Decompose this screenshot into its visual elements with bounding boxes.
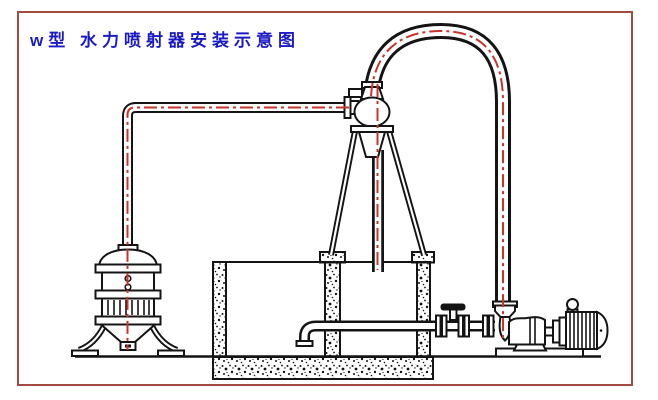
pump-discharge-arch-pipe — [363, 22, 511, 306]
concrete-water-tank — [212, 251, 435, 380]
drawing-border — [17, 11, 633, 386]
tank-right-wall — [416, 261, 431, 358]
unit-cage-bars — [107, 300, 150, 315]
valve-handle — [440, 303, 466, 311]
electric-motor — [558, 298, 609, 351]
tank-left-wall — [212, 261, 227, 358]
diagram-title: w型 水力喷射器安装示意图 — [30, 31, 300, 50]
motor-eyebolt — [566, 298, 579, 311]
centerline-left-circuit — [126, 106, 349, 350]
centerline-arch — [370, 29, 504, 338]
tank-bottom-slab — [212, 356, 434, 380]
pump-pedestal — [512, 343, 548, 352]
gate-valve — [440, 303, 466, 321]
unit-foot-right — [157, 349, 185, 357]
unit-foot-left — [71, 349, 99, 357]
pipe-flanges — [435, 314, 495, 338]
red-centerlines — [126, 29, 504, 350]
inlet-top-tab — [348, 88, 363, 98]
pump-casing — [508, 316, 546, 346]
motor-fins — [569, 312, 595, 349]
tank-suction-pipe-with-elbow — [295, 320, 495, 347]
ejector-body — [353, 96, 391, 128]
unit-leg-right — [149, 324, 179, 353]
centrifugal-pump — [492, 300, 584, 358]
elbow-mouth-lip — [295, 340, 314, 347]
tank-middle-wall — [324, 261, 341, 358]
vacuum-pipe-left-circuit — [122, 102, 349, 247]
valve-stem — [449, 308, 458, 321]
unit-leg-left — [77, 324, 107, 353]
discharge-funnel — [494, 304, 516, 318]
